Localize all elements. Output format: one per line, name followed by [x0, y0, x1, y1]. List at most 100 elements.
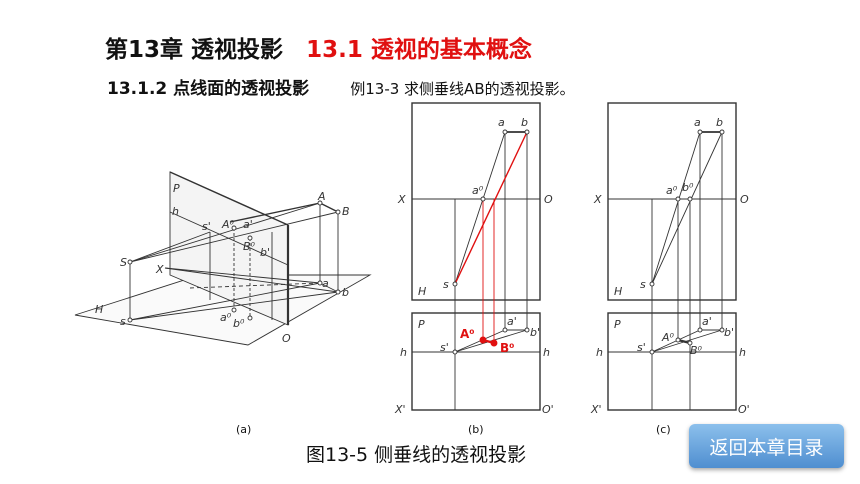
label-c-P: P [614, 318, 621, 331]
label-c-b0: b⁰ [682, 181, 694, 194]
figure-c-labels: a b X O a⁰ b⁰ s H P a' b' A⁰ B⁰ h s' h X… [590, 116, 750, 416]
figure-label-b: (b) [468, 423, 484, 436]
label-c-hr: h [739, 346, 746, 359]
label-a-P: P [173, 182, 180, 195]
line-ab-edge [319, 202, 339, 213]
ray-s-a-b [454, 131, 506, 285]
ray-s1-b1-c [651, 329, 723, 353]
example-text: 例13-3 求侧垂线AB的透视投影。 [350, 80, 575, 98]
label-c-h: h [596, 346, 603, 359]
label-b-O1: O' [542, 403, 554, 416]
label-a-B0: B⁰ [243, 240, 256, 253]
figure-a [74, 171, 372, 346]
label-c-H: H [614, 285, 622, 298]
ray-s-s1 [129, 231, 211, 263]
label-b-b: b [521, 116, 528, 129]
label-a-b: b [342, 286, 349, 299]
pt-b0-a [247, 315, 253, 321]
section-title: 13.1 透视的基本概念 [306, 37, 532, 63]
pt-a1-c [697, 327, 703, 333]
ray-x-b [164, 267, 339, 293]
label-a-a0: a⁰ [220, 311, 232, 324]
pt-b-a [335, 289, 341, 295]
label-a-s: s [120, 315, 126, 328]
pt-s1-c [649, 349, 655, 355]
pt-A0-c [675, 337, 681, 343]
label-a-b1: b' [260, 246, 270, 259]
label-b-X1: X' [394, 403, 406, 416]
label-c-a: a [694, 116, 701, 129]
frame-b-top [411, 102, 541, 301]
label-b-P: P [418, 318, 425, 331]
pt-B-a [335, 209, 341, 215]
pt-s-a [127, 259, 133, 265]
pt-a-a [317, 280, 323, 286]
label-c-O: O [740, 193, 749, 206]
pt-A-a [317, 200, 323, 206]
back-to-contents-button[interactable]: 返回本章目录 [689, 424, 844, 468]
label-a-B: B [342, 205, 350, 218]
frame-c-top [607, 102, 737, 301]
label-b-A0: A⁰ [460, 327, 475, 341]
pt-B0-a [247, 235, 253, 241]
pt-b0-c [687, 196, 693, 202]
ray-s-b [129, 211, 339, 263]
frame-c-bottom [607, 312, 737, 411]
label-b-B0: B⁰ [500, 341, 514, 355]
pt-s-b [452, 281, 458, 287]
label-c-B0: B⁰ [690, 344, 703, 357]
label-a-h: h [172, 205, 179, 218]
figure-label-a: (a) [236, 423, 252, 436]
figure-label-c: (c) [656, 423, 671, 436]
figure-a-labels: P H h S s X O s' A⁰ a' B⁰ b' A B a b a⁰ … [95, 182, 350, 345]
pt-a1-b [502, 327, 508, 333]
frame-b-bottom [411, 312, 541, 411]
label-b-O: O [544, 193, 553, 206]
label-c-A0: A⁰ [661, 331, 675, 344]
figure-b-labels: a b X O a⁰ s H P a' b' A⁰ B⁰ h s' h X' O… [394, 116, 554, 416]
plane-top-edge [169, 171, 289, 226]
label-c-s1: s' [637, 341, 646, 354]
label-a-H: H [95, 303, 103, 316]
label-c-a1: a' [702, 315, 712, 328]
label-c-a0: a⁰ [666, 184, 678, 197]
subtitle-row: 13.1.2 点线面的透视投影 例13-3 求侧垂线AB的透视投影。 [107, 74, 575, 99]
label-b-a1: a' [507, 315, 517, 328]
pt-a-c [697, 129, 703, 135]
label-b-H: H [418, 285, 426, 298]
label-b-s1: s' [440, 341, 449, 354]
label-a-a: a [322, 277, 329, 290]
label-a-A0: A⁰ [221, 218, 235, 231]
label-a-X: X [155, 263, 164, 276]
pt-a0-a [231, 307, 237, 313]
label-b-s: s [443, 278, 449, 291]
ray-s-a [129, 202, 321, 263]
pt-b-c [719, 129, 725, 135]
label-b-b1: b' [530, 326, 540, 339]
label-a-s1: s' [202, 220, 211, 233]
pt-A0-a [231, 225, 237, 231]
pt-s-c [649, 281, 655, 287]
ground-plane-h [74, 274, 372, 346]
label-b-a0: a⁰ [472, 184, 484, 197]
label-c-b: b [716, 116, 723, 129]
label-a-O: O [282, 332, 291, 345]
label-c-X: X [593, 193, 602, 206]
label-a-a1: a' [243, 218, 253, 231]
label-c-O1: O' [738, 403, 750, 416]
label-a-A: A [317, 190, 326, 203]
ray-s-b-c [651, 131, 723, 285]
pt-A0-b [479, 336, 487, 344]
pt-a0-c [675, 196, 681, 202]
pt-a0-b [480, 196, 486, 202]
dash-ground [189, 282, 321, 289]
figure-b [411, 102, 541, 411]
pt-B0-c [687, 340, 693, 346]
label-c-s: s [640, 278, 646, 291]
pt-s-lower-a [127, 317, 133, 323]
ray-s-a-c [651, 131, 701, 285]
label-b-hr: h [543, 346, 550, 359]
label-b-X: X [397, 193, 406, 206]
pt-b-b [524, 129, 530, 135]
